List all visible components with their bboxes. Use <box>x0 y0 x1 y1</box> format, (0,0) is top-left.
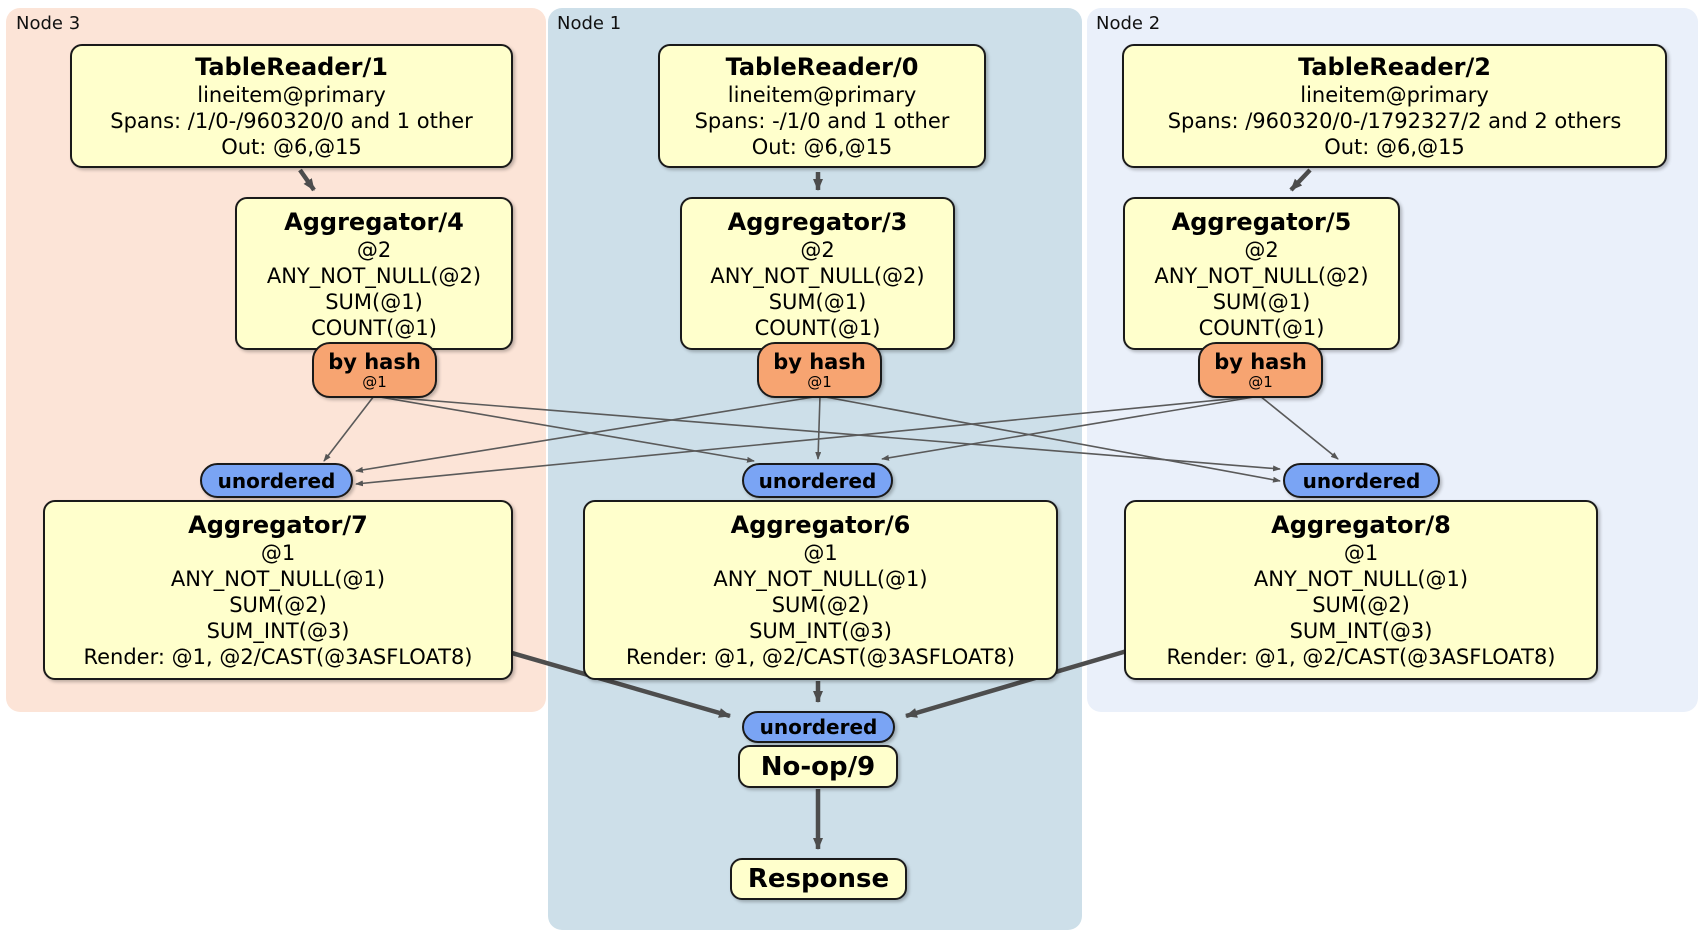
processor-line: ANY_NOT_NULL(@1) <box>713 567 928 591</box>
processor-line: Render: @1, @2/CAST(@3ASFLOAT8) <box>1166 645 1556 669</box>
by-hash-router-node3: by hash @1 <box>312 342 437 398</box>
processor-line: SUM_INT(@3) <box>1289 619 1433 643</box>
processor-title: Aggregator/4 <box>284 207 464 236</box>
processor-line: @1 <box>260 541 296 565</box>
processor-title: Aggregator/3 <box>727 207 908 236</box>
processor-line: Out: @6,@15 <box>221 135 362 159</box>
noop-9-box: No-op/9 <box>738 745 898 788</box>
processor-line: ANY_NOT_NULL(@2) <box>266 263 482 288</box>
processor-line: COUNT(@1) <box>311 315 437 340</box>
processor-title: Aggregator/6 <box>730 511 911 539</box>
processor-line: Spans: /960320/0-/1792327/2 and 2 others <box>1167 109 1622 133</box>
router-key: @1 <box>362 372 387 391</box>
unordered-sync-node1: unordered <box>742 463 893 498</box>
processor-line: lineitem@primary <box>1300 83 1489 107</box>
processor-line: ANY_NOT_NULL(@2) <box>1154 263 1369 288</box>
processor-title: TableReader/1 <box>195 53 388 81</box>
processor-title: Aggregator/8 <box>1271 511 1451 539</box>
processor-line: Render: @1, @2/CAST(@3ASFLOAT8) <box>83 645 473 669</box>
node1-group-label: Node 1 <box>557 13 622 34</box>
processor-line: COUNT(@1) <box>1198 315 1325 340</box>
router-key: @1 <box>807 372 832 391</box>
node2-group-label: Node 2 <box>1096 13 1161 34</box>
processor-line: @2 <box>800 237 835 262</box>
processor-line: Out: @6,@15 <box>751 135 893 159</box>
node3-group-label: Node 3 <box>16 13 81 34</box>
sync-label: unordered <box>217 468 336 493</box>
unordered-sync-final: unordered <box>742 711 895 743</box>
aggregator-7-box: Aggregator/7 @1 ANY_NOT_NULL(@1) SUM(@2)… <box>43 500 513 680</box>
processor-line: SUM(@2) <box>229 593 327 617</box>
processor-title: Aggregator/7 <box>188 511 368 539</box>
processor-line: Spans: /1/0-/960320/0 and 1 other <box>110 109 473 133</box>
processor-line: lineitem@primary <box>197 83 386 107</box>
by-hash-router-node2: by hash @1 <box>1198 342 1323 398</box>
processor-title: Response <box>747 864 890 894</box>
processor-line: SUM_INT(@3) <box>749 619 892 643</box>
processor-line: COUNT(@1) <box>754 315 881 340</box>
router-mesh-edges <box>323 395 1339 487</box>
processor-line: @2 <box>1244 237 1279 262</box>
router-label: by hash <box>773 349 866 374</box>
processor-line: @1 <box>1343 541 1379 565</box>
tablereader-2-box: TableReader/2 lineitem@primary Spans: /9… <box>1122 44 1667 168</box>
sync-label: unordered <box>1302 468 1421 493</box>
response-box: Response <box>730 858 907 900</box>
processor-line: SUM(@1) <box>1212 289 1311 314</box>
aggregator-5-box: Aggregator/5 @2 ANY_NOT_NULL(@2) SUM(@1)… <box>1123 197 1400 350</box>
by-hash-router-node1: by hash @1 <box>757 342 882 398</box>
processor-line: Render: @1, @2/CAST(@3ASFLOAT8) <box>625 645 1016 669</box>
flow-arrows <box>298 168 1312 850</box>
unordered-sync-node3: unordered <box>200 463 353 498</box>
sync-label: unordered <box>758 468 877 493</box>
aggregator-6-box: Aggregator/6 @1 ANY_NOT_NULL(@1) SUM(@2)… <box>583 500 1058 680</box>
processor-line: ANY_NOT_NULL(@2) <box>710 263 925 288</box>
processor-line: @1 <box>803 541 838 565</box>
tablereader-1-box: TableReader/1 lineitem@primary Spans: /1… <box>70 44 513 168</box>
processor-title: Aggregator/5 <box>1171 207 1352 236</box>
processor-line: SUM_INT(@3) <box>206 619 350 643</box>
router-label: by hash <box>328 349 421 374</box>
processor-line: ANY_NOT_NULL(@1) <box>1253 567 1469 591</box>
processor-line: Out: @6,@15 <box>1324 135 1465 159</box>
router-key: @1 <box>1248 372 1273 391</box>
processor-title: TableReader/0 <box>725 53 919 81</box>
sync-label: unordered <box>759 715 878 739</box>
processor-title: No-op/9 <box>760 751 876 782</box>
processor-line: SUM(@1) <box>768 289 867 314</box>
aggregator-3-box: Aggregator/3 @2 ANY_NOT_NULL(@2) SUM(@1)… <box>680 197 955 350</box>
aggregator-8-box: Aggregator/8 @1 ANY_NOT_NULL(@1) SUM(@2)… <box>1124 500 1598 680</box>
processor-line: ANY_NOT_NULL(@1) <box>170 567 386 591</box>
tablereader-0-box: TableReader/0 lineitem@primary Spans: -/… <box>658 44 986 168</box>
processor-line: @2 <box>356 237 392 262</box>
unordered-sync-node2: unordered <box>1283 463 1440 498</box>
processor-line: SUM(@2) <box>1312 593 1410 617</box>
processor-line: SUM(@2) <box>771 593 870 617</box>
processor-line: SUM(@1) <box>325 289 423 314</box>
router-label: by hash <box>1214 349 1307 374</box>
processor-line: lineitem@primary <box>727 83 917 107</box>
aggregator-4-box: Aggregator/4 @2 ANY_NOT_NULL(@2) SUM(@1)… <box>235 197 513 350</box>
processor-title: TableReader/2 <box>1298 53 1491 81</box>
processor-line: Spans: -/1/0 and 1 other <box>694 109 950 133</box>
